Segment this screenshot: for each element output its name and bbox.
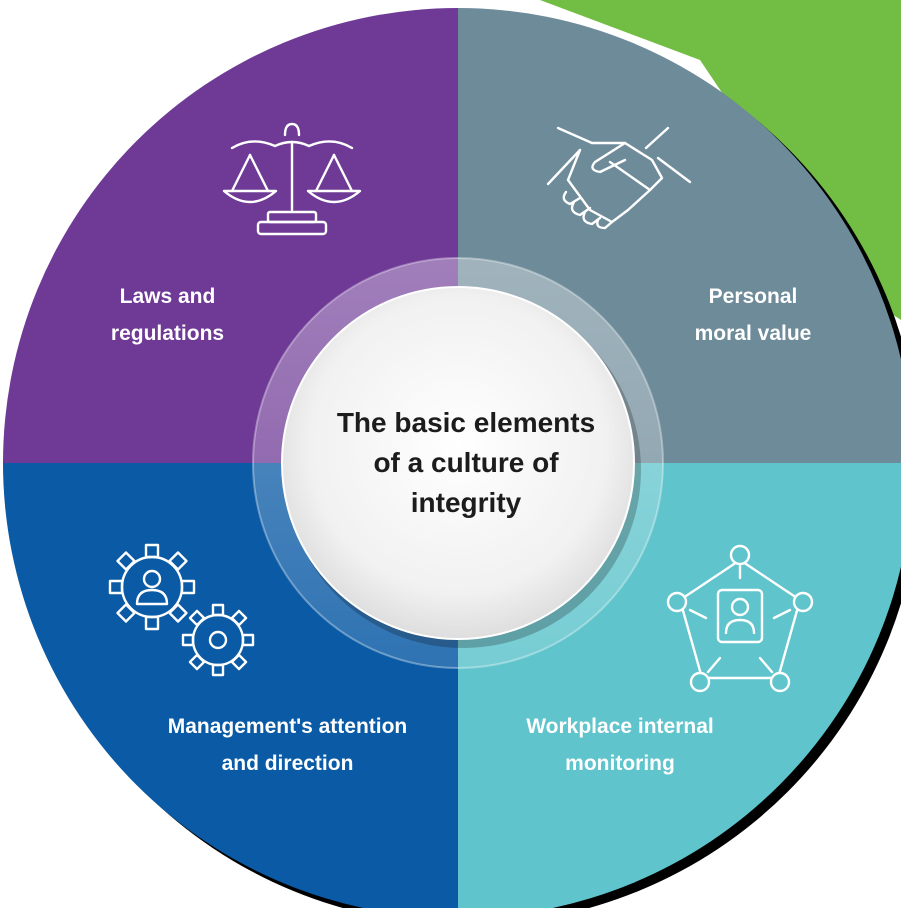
center-title-line2: of a culture of	[373, 447, 559, 478]
scales-of-justice-icon	[222, 122, 362, 236]
label-workplace-line2: monitoring	[565, 752, 675, 775]
label-management-line2: and direction	[221, 752, 354, 775]
label-laws-and-regulations: Laws and regulations	[60, 278, 275, 352]
label-laws-line1: Laws and	[119, 285, 216, 308]
network-person-icon	[666, 544, 814, 693]
label-personal-line1: Personal	[708, 285, 798, 308]
label-workplace-monitoring: Workplace internal monitoring	[470, 708, 770, 782]
label-management-line1: Management's attention	[167, 715, 408, 738]
center-title-line1: The basic elements	[336, 407, 596, 438]
center-title-line3: integrity	[410, 487, 522, 518]
label-personal-moral-value: Personal moral value	[648, 278, 858, 352]
label-personal-line2: moral value	[694, 322, 812, 345]
gears-with-person-icon	[108, 543, 255, 677]
center-title: The basic elements of a culture of integ…	[291, 403, 641, 523]
center-disc	[281, 286, 635, 640]
handshake-icon	[546, 126, 692, 230]
green-accent-shape	[540, 0, 901, 320]
label-workplace-line1: Workplace internal	[526, 715, 714, 738]
label-management-attention: Management's attention and direction	[100, 708, 475, 782]
label-laws-line2: regulations	[110, 322, 225, 345]
